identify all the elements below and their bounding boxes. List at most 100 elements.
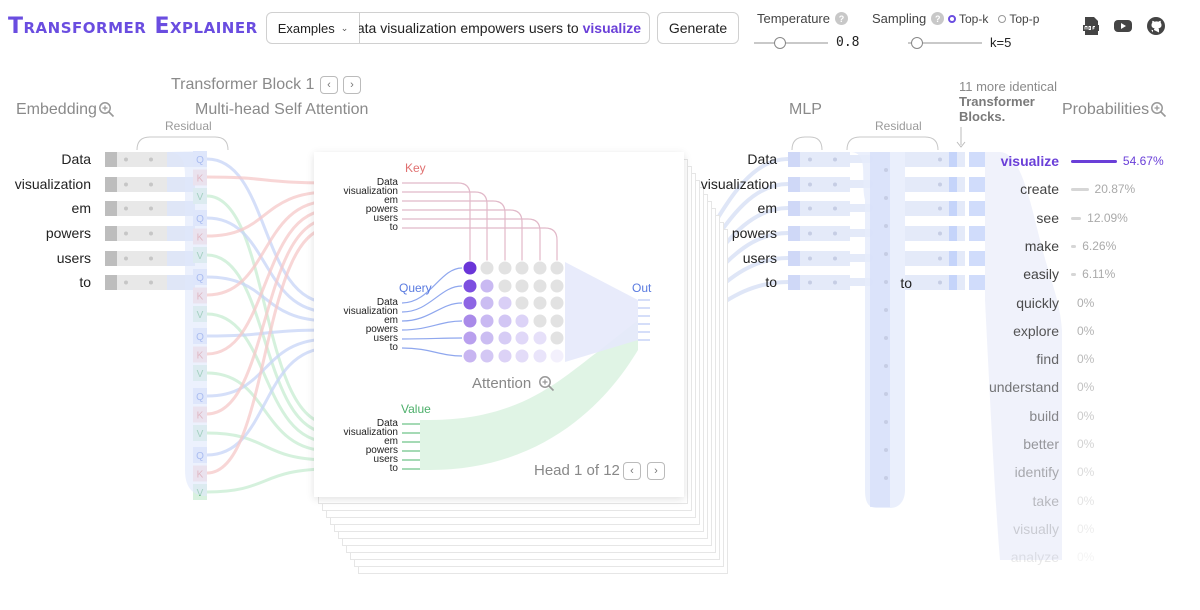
probability-word[interactable]: find bbox=[1036, 351, 1059, 368]
attention-weight-cell[interactable] bbox=[514, 330, 530, 346]
attention-weight-cell[interactable] bbox=[497, 260, 513, 276]
embedding-bar bbox=[117, 251, 167, 266]
embedding-dot bbox=[149, 256, 153, 261]
generate-button[interactable]: Generate bbox=[657, 12, 739, 44]
attention-weight-cell[interactable] bbox=[462, 260, 478, 276]
attention-weight-cell[interactable] bbox=[514, 348, 530, 364]
key-line bbox=[402, 227, 558, 262]
probability-word[interactable]: visually bbox=[1013, 520, 1059, 537]
head-next-button[interactable]: › bbox=[647, 462, 665, 480]
github-icon[interactable] bbox=[1146, 16, 1166, 36]
transformer-block-title: Transformer Block 1 bbox=[171, 76, 315, 93]
zoom-in-icon[interactable] bbox=[98, 101, 115, 118]
probability-word[interactable]: build bbox=[1029, 407, 1059, 424]
mlp-dot bbox=[833, 280, 837, 285]
mlp-hidden-dot bbox=[884, 336, 888, 340]
attention-weight-cell[interactable] bbox=[514, 278, 530, 294]
attention-weight-cell[interactable] bbox=[479, 330, 495, 346]
block-prev-button[interactable]: ‹ bbox=[320, 76, 338, 94]
topk-radio[interactable]: Top-k bbox=[948, 12, 988, 26]
attention-weight-cell[interactable] bbox=[514, 295, 530, 311]
help-icon[interactable]: ? bbox=[931, 12, 945, 25]
mlp-bar bbox=[800, 251, 850, 266]
attention-weight-cell[interactable] bbox=[514, 260, 530, 276]
probability-word[interactable]: understand bbox=[988, 379, 1059, 396]
attention-weight-cell[interactable] bbox=[497, 348, 513, 364]
key-line-shadow bbox=[402, 209, 523, 262]
k-slider[interactable] bbox=[908, 37, 982, 49]
attention-weight-cell[interactable] bbox=[549, 330, 565, 346]
zoom-in-icon[interactable] bbox=[538, 375, 555, 392]
probability-word[interactable]: create bbox=[1020, 181, 1059, 198]
attention-weight-cell[interactable] bbox=[549, 260, 565, 276]
attention-weight-cell[interactable] bbox=[479, 260, 495, 276]
attention-weight-cell[interactable] bbox=[462, 348, 478, 364]
pdf-icon[interactable] bbox=[1081, 16, 1101, 36]
attention-weight-cell[interactable] bbox=[479, 313, 495, 329]
value-flow-line bbox=[206, 371, 331, 453]
attention-weight-cell[interactable] bbox=[462, 330, 478, 346]
attention-weight-cell[interactable] bbox=[462, 278, 478, 294]
block-bar bbox=[949, 201, 957, 216]
attention-weight-cell[interactable] bbox=[549, 313, 565, 329]
probability-word[interactable]: easily bbox=[1023, 266, 1059, 283]
probability-word[interactable]: identify bbox=[1014, 464, 1059, 481]
attention-mini-token: powers bbox=[365, 324, 398, 335]
attention-weight-cell[interactable] bbox=[497, 295, 513, 311]
k-slider-handle[interactable] bbox=[910, 37, 923, 49]
attention-weight-cell[interactable] bbox=[497, 313, 513, 329]
temperature-slider-handle[interactable] bbox=[773, 37, 786, 49]
attention-weight-cell[interactable] bbox=[462, 313, 478, 329]
examples-dropdown[interactable]: Examples ⌄ bbox=[266, 12, 360, 44]
mlp-dot bbox=[808, 182, 812, 187]
block-next-button[interactable]: › bbox=[343, 76, 361, 94]
attention-weight-cell[interactable] bbox=[462, 295, 478, 311]
attention-mini-token: visualization bbox=[343, 427, 398, 438]
block-bar bbox=[957, 226, 965, 241]
attention-weight-cell[interactable] bbox=[532, 330, 548, 346]
prompt-input[interactable]: ata visualization empowers users to visu… bbox=[359, 12, 650, 44]
embedding-dot bbox=[124, 280, 128, 285]
attention-weight-cell[interactable] bbox=[479, 348, 495, 364]
probability-word[interactable]: explore bbox=[1013, 322, 1059, 339]
attention-weight-cell[interactable] bbox=[549, 295, 565, 311]
topp-radio[interactable]: Top-p bbox=[998, 12, 1039, 26]
probability-word[interactable]: quickly bbox=[1016, 294, 1059, 311]
prompt-text: ata visualization empowers users to bbox=[359, 20, 579, 36]
probability-word[interactable]: see bbox=[1036, 209, 1059, 226]
probability-word[interactable]: better bbox=[1023, 436, 1059, 452]
mlp-hidden-dot bbox=[884, 392, 888, 396]
attention-weight-cell[interactable] bbox=[532, 313, 548, 329]
mlp-token-label: em bbox=[757, 200, 777, 216]
mlp-dot bbox=[833, 206, 837, 211]
attention-weight-cell[interactable] bbox=[549, 348, 565, 364]
attention-weight-cell[interactable] bbox=[532, 348, 548, 364]
attention-weight-cell[interactable] bbox=[532, 295, 548, 311]
key-line bbox=[402, 191, 488, 262]
probability-word[interactable]: analyze bbox=[1010, 549, 1059, 566]
attention-weight-cell[interactable] bbox=[532, 278, 548, 294]
temperature-slider[interactable] bbox=[754, 37, 828, 49]
probability-word[interactable]: take bbox=[1032, 492, 1059, 509]
embedding-bar bbox=[117, 226, 167, 241]
probability-word[interactable]: visualize bbox=[1000, 153, 1059, 169]
attention-weight-cell[interactable] bbox=[479, 278, 495, 294]
attention-weight-cell[interactable] bbox=[514, 313, 530, 329]
block-dot bbox=[938, 280, 942, 285]
attention-weight-cell[interactable] bbox=[479, 295, 495, 311]
attention-mini-token: to bbox=[389, 222, 398, 233]
attention-weight-cell[interactable] bbox=[497, 278, 513, 294]
attention-weight-cell[interactable] bbox=[532, 260, 548, 276]
probability-word[interactable]: make bbox=[1024, 237, 1059, 254]
mlp-token-label: users bbox=[742, 250, 777, 266]
mlp-bar bbox=[788, 152, 800, 167]
attention-weight-cell[interactable] bbox=[549, 278, 565, 294]
attention-weight-cell[interactable] bbox=[497, 330, 513, 346]
head-prev-button[interactable]: ‹ bbox=[623, 462, 641, 480]
help-icon[interactable]: ? bbox=[834, 12, 848, 25]
sampling-options: Top-k Top-p bbox=[948, 12, 1039, 26]
mlp-dot bbox=[808, 280, 812, 285]
chevron-left-icon: ‹ bbox=[630, 465, 634, 477]
zoom-in-icon[interactable] bbox=[1150, 101, 1167, 118]
youtube-icon[interactable] bbox=[1113, 16, 1133, 36]
